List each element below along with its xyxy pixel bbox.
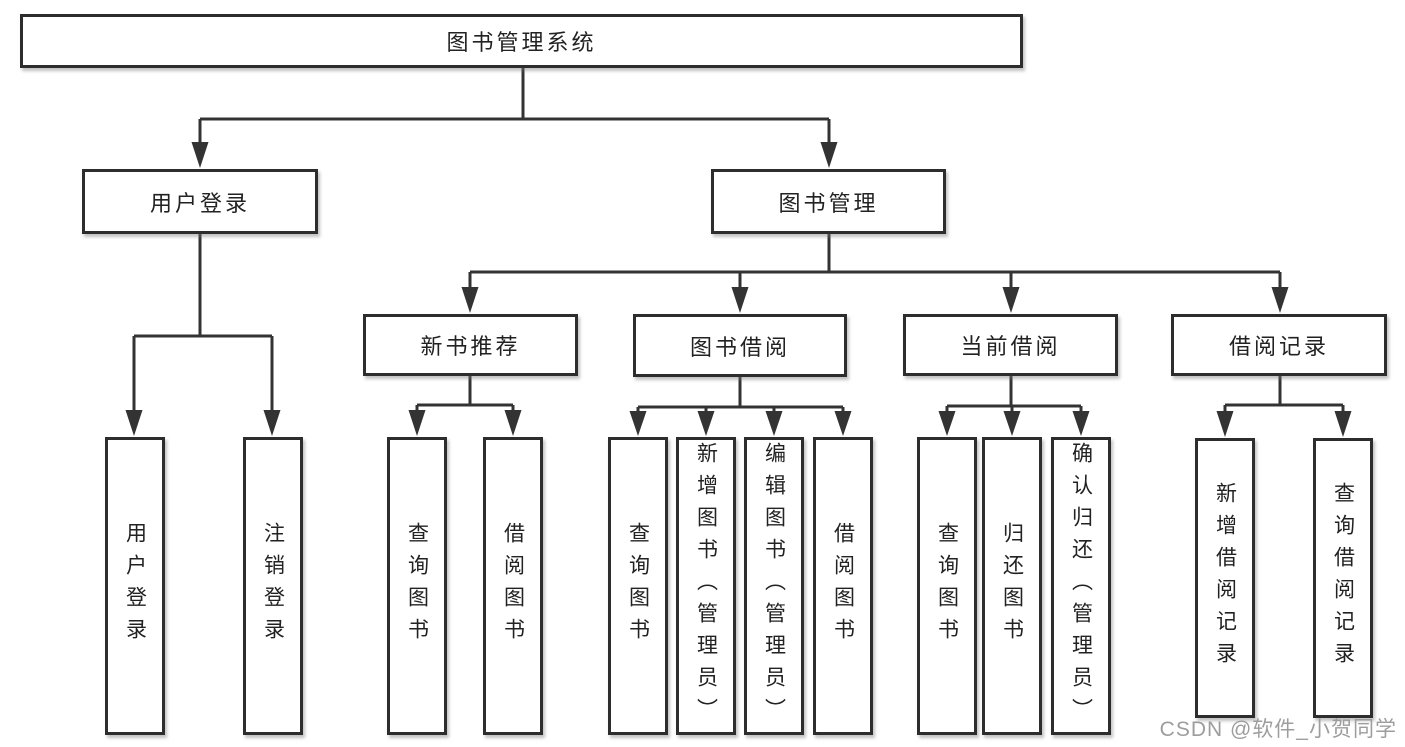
arrow-down-icon xyxy=(263,410,281,436)
arrow-down-icon xyxy=(697,411,715,436)
node-book-borrow: 图书借阅 xyxy=(633,314,847,377)
arrow-down-icon xyxy=(1003,411,1021,436)
arrow-down-icon xyxy=(504,410,522,436)
leaf-recommend-borrow-books: 借阅图书 xyxy=(483,437,543,735)
connector-book-borrow-children xyxy=(629,377,852,436)
node-current-borrow: 当前借阅 xyxy=(903,314,1118,376)
leaf-borrow-add-books-admin: 新增图书（管理员） xyxy=(676,437,736,735)
arrow-down-icon xyxy=(1216,411,1234,437)
arrow-down-icon xyxy=(191,142,209,168)
arrow-down-icon xyxy=(765,411,783,436)
leaf-records-add-record: 新增借阅记录 xyxy=(1195,438,1255,718)
connector-current-borrow-children xyxy=(938,376,1090,436)
node-book-mgmt: 图书管理 xyxy=(711,169,946,234)
node-new-book-recommend: 新书推荐 xyxy=(363,314,578,376)
leaf-user-login: 用户登录 xyxy=(105,437,165,735)
arrow-down-icon xyxy=(731,287,749,313)
leaf-borrow-edit-books-admin: 编辑图书（管理员） xyxy=(744,437,804,735)
leaf-recommend-query-books: 查询图书 xyxy=(387,437,447,735)
arrow-down-icon xyxy=(1334,411,1352,437)
arrow-down-icon xyxy=(820,142,838,168)
leaf-records-query-record: 查询借阅记录 xyxy=(1313,438,1373,718)
node-root: 图书管理系统 xyxy=(20,14,1023,68)
arrow-down-icon xyxy=(125,410,143,436)
node-user-login: 用户登录 xyxy=(82,169,318,234)
arrow-down-icon xyxy=(461,287,479,313)
arrow-down-icon xyxy=(1002,287,1020,313)
leaf-borrow-borrow-books: 借阅图书 xyxy=(813,437,873,735)
arrow-down-icon xyxy=(629,411,647,436)
arrow-down-icon xyxy=(1072,411,1090,436)
node-borrow-records: 借阅记录 xyxy=(1171,314,1387,376)
connector-new-book-children xyxy=(408,376,522,436)
arrow-down-icon xyxy=(834,411,852,436)
leaf-current-confirm-return-admin: 确认归还（管理员） xyxy=(1051,437,1111,735)
connector-borrow-record-children xyxy=(1216,376,1352,437)
leaf-current-query-books: 查询图书 xyxy=(917,437,977,735)
connector-root-to-level2 xyxy=(191,68,838,168)
connector-user-login-children xyxy=(125,234,281,436)
leaf-logout: 注销登录 xyxy=(243,437,303,735)
arrow-down-icon xyxy=(938,411,956,436)
leaf-borrow-query-books: 查询图书 xyxy=(608,437,668,735)
arrow-down-icon xyxy=(408,410,426,436)
arrow-down-icon xyxy=(1271,287,1289,313)
csdn-watermark: CSDN @软件_小贺同学 xyxy=(1159,718,1397,741)
connector-book-mgmt-children xyxy=(461,234,1289,313)
leaf-current-return-books: 归还图书 xyxy=(982,437,1042,735)
